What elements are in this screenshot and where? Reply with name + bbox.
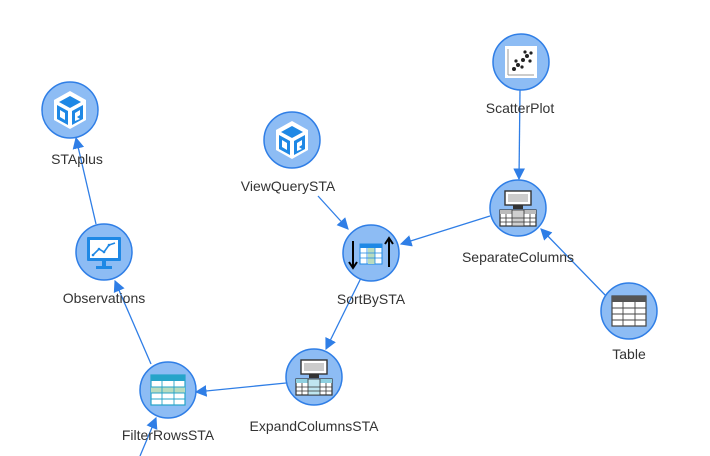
node-filterrowssta[interactable] bbox=[139, 361, 197, 419]
node-label-filterrowssta: FilterRowsSTA bbox=[122, 427, 215, 443]
node-label-scatterplot: ScatterPlot bbox=[486, 100, 555, 116]
node-label-staplus: STAplus bbox=[51, 151, 103, 167]
edge-scatterplot-separatecolumns bbox=[513, 89, 525, 181]
node-table[interactable] bbox=[600, 282, 658, 340]
node-label-sortbysta: SortBySTA bbox=[337, 291, 406, 307]
edge-sortbysta-expandcolumnssta bbox=[325, 277, 362, 351]
edge-expandcolumnssta-filterrowssta bbox=[194, 382, 287, 397]
node-label-separatecolumns: SeparateColumns bbox=[462, 249, 574, 265]
edges bbox=[72, 89, 609, 456]
cube-logo-icon bbox=[54, 91, 86, 129]
node-sortbysta[interactable] bbox=[342, 224, 400, 282]
table-icon bbox=[611, 295, 647, 327]
node-observations[interactable] bbox=[75, 223, 133, 281]
node-label-table: Table bbox=[612, 346, 646, 362]
node-expandcolumnssta[interactable] bbox=[285, 348, 343, 406]
edge-viewquerysta-sortbysta bbox=[317, 195, 349, 230]
edge-separatecolumns-sortbysta bbox=[399, 215, 491, 247]
edge-filterrowssta-observations bbox=[113, 279, 152, 365]
node-staplus[interactable] bbox=[41, 81, 99, 139]
filter-rows-icon bbox=[150, 374, 186, 406]
edge-table-separatecolumns bbox=[540, 228, 609, 299]
edge-observations-staplus bbox=[72, 136, 97, 225]
node-scatterplot[interactable] bbox=[492, 33, 550, 91]
node-separatecolumns[interactable] bbox=[489, 179, 547, 237]
scatter-plot-icon bbox=[505, 46, 537, 78]
separate-columns-icon bbox=[499, 190, 537, 227]
node-label-viewquerysta: ViewQuerySTA bbox=[241, 178, 336, 194]
line-chart-monitor-icon bbox=[87, 237, 121, 269]
node-label-expandcolumnssta: ExpandColumnsSTA bbox=[250, 418, 380, 434]
node-label-observations: Observations bbox=[63, 290, 145, 306]
cube-logo-icon bbox=[276, 121, 308, 159]
edge-incoming-filterrowssta bbox=[139, 416, 158, 456]
node-viewquerysta[interactable] bbox=[263, 111, 321, 169]
expand-columns-icon bbox=[295, 359, 333, 396]
sort-table-icon bbox=[348, 236, 394, 270]
